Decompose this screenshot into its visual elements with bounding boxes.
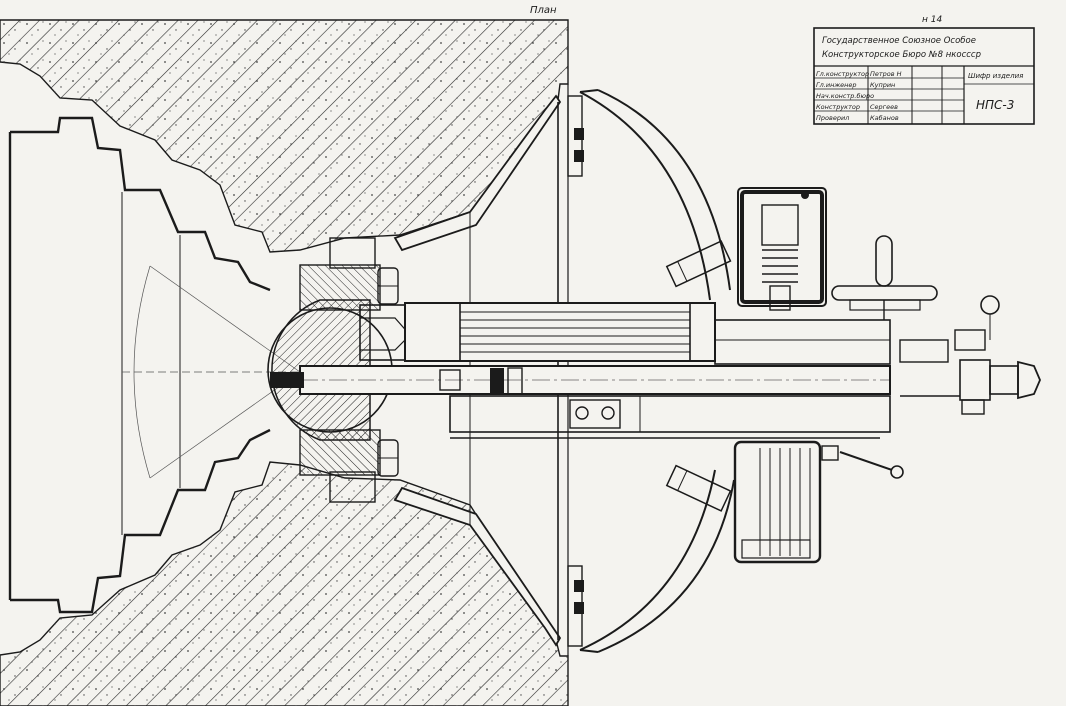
org-line-1: Государственное Союзное Особое — [822, 36, 976, 46]
wall-section — [0, 19, 569, 706]
tb-name-4: Сергеев — [870, 103, 898, 111]
view-label: План — [530, 5, 557, 16]
lever-handle — [821, 445, 904, 479]
rear-armor-arc — [579, 89, 735, 653]
tb-role-2: Гл.инженер — [816, 81, 857, 89]
main-housing — [270, 302, 949, 439]
motor-block — [733, 440, 822, 564]
title-block: н 14 Государственное Союзное Особое Конс… — [813, 15, 1035, 125]
tb-name-1: Петров Н — [870, 70, 902, 78]
sheet-number: н 14 — [922, 15, 942, 25]
handwheel — [831, 235, 938, 320]
tb-role-5: Проверил — [816, 114, 849, 122]
tb-code-label: Шифр изделия — [968, 72, 1023, 80]
org-line-2: Конструкторское Бюро №8 нкоссср — [822, 50, 981, 60]
spring-housing — [737, 187, 827, 311]
tb-role-3: Нач.констр.бюро — [816, 92, 874, 100]
tb-role-1: Гл.конструктор — [816, 70, 869, 78]
tb-designation: НПС-3 — [976, 98, 1014, 112]
eyepiece — [900, 295, 1041, 415]
tb-role-4: Конструктор — [816, 103, 860, 111]
tb-name-2: Куприн — [870, 81, 895, 89]
tb-name-5: Кабанов — [870, 114, 899, 122]
